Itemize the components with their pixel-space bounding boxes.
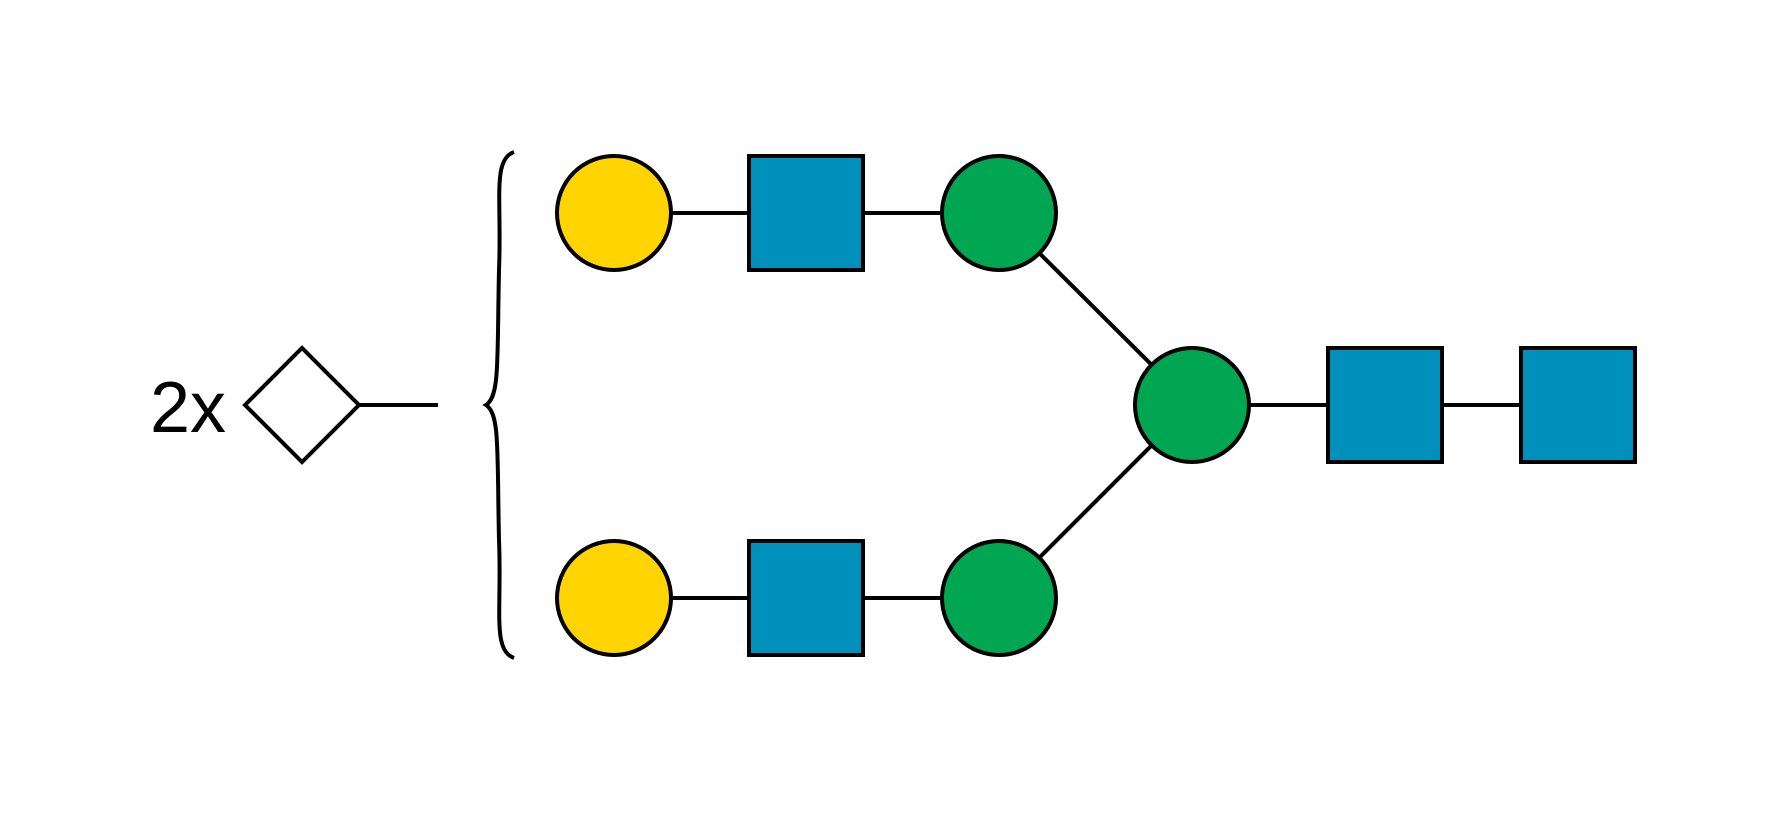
unknown-residue-diamond (242, 345, 362, 465)
residues (242, 154, 1637, 657)
man-2-circle (940, 539, 1058, 657)
man-core-circle (1133, 346, 1251, 464)
antenna-brace (482, 150, 515, 660)
gal-1-circle (555, 154, 673, 272)
glcnac-core-2-square (1519, 346, 1637, 464)
glcnac-core-1-square (1326, 346, 1444, 464)
glcnac-2-square (747, 539, 865, 657)
glcnac-1-square (747, 154, 865, 272)
man-1-circle (940, 154, 1058, 272)
gal-2-circle (555, 539, 673, 657)
multiplier-label: 2x (150, 368, 226, 448)
